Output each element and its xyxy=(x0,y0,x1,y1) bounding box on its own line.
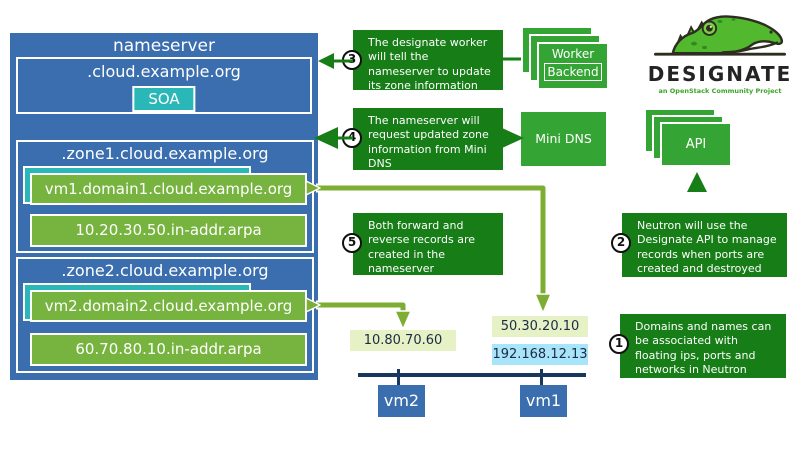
vm2-ip-label: 10.80.70.60 xyxy=(350,330,456,351)
zone1-forward-record: vm1.domain1.cloud.example.org xyxy=(30,173,307,205)
note-4-text: The nameserver will request updated zone… xyxy=(368,114,489,170)
note-3: 3 The designate worker will tell the nam… xyxy=(342,30,503,92)
network-tick-vm2 xyxy=(397,369,400,386)
note-2: 2 Neutron will use the Designate API to … xyxy=(611,213,787,277)
network-tick-vm1 xyxy=(540,369,543,386)
zone1-label: .zone1.cloud.example.org xyxy=(61,144,269,163)
crocodile-logo-icon xyxy=(654,15,786,56)
logo-title: DESIGNATE xyxy=(647,62,793,86)
note-5-text: Both forward and reverse records are cre… xyxy=(368,219,475,275)
api-box: API xyxy=(660,122,732,167)
worker-stack: Worker Backend xyxy=(521,26,615,96)
zone2-label: .zone2.cloud.example.org xyxy=(61,261,269,280)
network-line xyxy=(358,373,586,377)
root-zone-label: .cloud.example.org xyxy=(87,62,241,81)
note-3-text: The designate worker will tell the names… xyxy=(368,36,491,92)
note-1: 1 Domains and names can be associated wi… xyxy=(609,314,786,378)
arrow-zone2-record-to-vm2-ip xyxy=(305,297,412,330)
note-1-text: Domains and names can be associated with… xyxy=(635,320,772,376)
zone1-reverse-record: 10.20.30.50.in-addr.arpa xyxy=(30,214,307,247)
vm1-box: vm1 xyxy=(520,385,567,417)
worker-label: Worker xyxy=(551,47,595,61)
note-3-number: 3 xyxy=(342,50,362,70)
zone2-reverse-record: 60.70.80.10.in-addr.arpa xyxy=(30,333,307,366)
mini-dns-box: Mini DNS xyxy=(519,110,608,168)
zone1-box: .zone1.cloud.example.org vm1.domain1.clo… xyxy=(16,140,314,253)
note-2-text: Neutron will use the Designate API to ma… xyxy=(637,219,777,275)
note-4: 4 The nameserver will request updated zo… xyxy=(342,108,503,170)
nameserver-title: nameserver xyxy=(112,36,216,56)
logo-tagline: an OpenStack Community Project xyxy=(658,87,782,95)
nameserver-box: nameserver .cloud.example.org SOA .zone1… xyxy=(10,33,318,380)
api-stack: API xyxy=(644,108,738,170)
vm1-fixed-ip-label: 192.168.12.13 xyxy=(492,344,588,365)
vm2-box: vm2 xyxy=(378,385,425,417)
vm1-floating-ip-label: 50.30.20.10 xyxy=(492,316,588,337)
note-5: 5 Both forward and reverse records are c… xyxy=(342,213,503,275)
note-5-number: 5 xyxy=(342,233,362,253)
backend-label: Backend xyxy=(544,63,602,81)
designate-logo: DESIGNATE an OpenStack Community Project xyxy=(642,8,798,110)
soa-record: SOA xyxy=(132,86,196,112)
arrow-neutron-to-api xyxy=(687,172,707,192)
zone2-forward-record: vm2.domain2.cloud.example.org xyxy=(30,290,307,322)
zone2-box: .zone2.cloud.example.org vm2.domain2.clo… xyxy=(16,257,314,373)
worker-box: Worker Backend xyxy=(537,42,609,90)
note-1-number: 1 xyxy=(609,334,629,354)
root-zone-box: .cloud.example.org SOA xyxy=(16,57,312,114)
note-2-number: 2 xyxy=(611,233,631,253)
note-4-number: 4 xyxy=(342,128,362,148)
